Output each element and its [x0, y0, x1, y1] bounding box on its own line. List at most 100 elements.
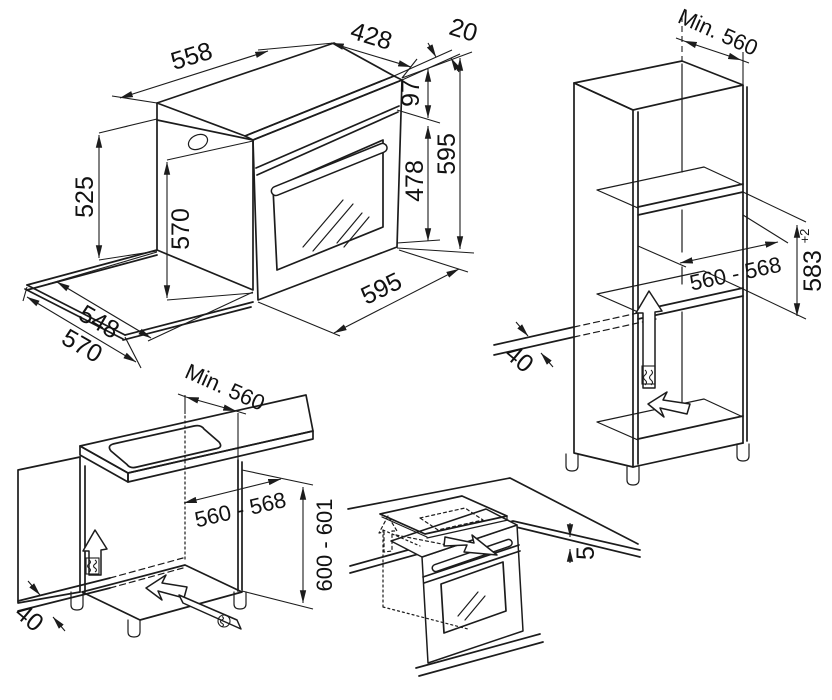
heat-symbol-circle	[217, 614, 231, 628]
oven-isometric-view: 558 428 20 97 478 595 525 570 548 570 59…	[22, 13, 481, 369]
floor-slab	[24, 249, 254, 341]
dim-label-gap: 5	[572, 546, 600, 560]
cabinet-left-panel	[573, 82, 634, 468]
vent-slot-hidden	[109, 557, 184, 589]
lower-shelf-top	[596, 270, 744, 313]
window-shine-lines	[457, 591, 486, 621]
dim-label-vent-gap: 40	[499, 339, 538, 378]
ext-525	[98, 118, 158, 261]
dim-label-cavity-height: 570	[167, 208, 195, 250]
cabinet-bottom-front-edge	[632, 442, 744, 468]
foot	[70, 591, 84, 611]
airflow-flat-arrow	[145, 574, 188, 601]
heat-symbol-box	[85, 557, 100, 575]
cabinet-floor	[81, 564, 243, 621]
counter-back-edge	[347, 477, 639, 545]
cabinet-right-front-edge	[742, 84, 748, 444]
hidden-oven-outline	[382, 529, 469, 630]
dim-line-niche-width	[679, 241, 779, 264]
control-panel-line	[255, 105, 400, 169]
vent-slot-lines	[17, 577, 111, 612]
heat-waves-icon	[219, 616, 225, 628]
door-handle	[270, 142, 388, 197]
cabinet-feet	[70, 591, 247, 638]
foot	[127, 619, 141, 638]
door-window	[272, 139, 384, 271]
floor-lines	[415, 633, 544, 677]
ext-570i	[166, 140, 254, 301]
foot	[565, 453, 579, 472]
dim-arrow-40-b	[540, 352, 554, 368]
slab-front-edge	[122, 301, 254, 341]
dim-arrow-20-b	[450, 57, 461, 73]
hob-clearance-view: 5	[347, 477, 641, 677]
dim-line-niche-width	[183, 478, 282, 504]
heat-symbol-box	[641, 365, 656, 385]
foot	[736, 443, 750, 462]
worktop-top	[79, 394, 314, 474]
dim-label-panel-height: 97	[397, 79, 425, 107]
cabinet-left-panel	[17, 456, 81, 604]
dim-line-595b	[333, 268, 460, 334]
dim-arrow-40-b	[52, 616, 66, 632]
ext-niche-top	[241, 469, 314, 486]
cabinet-left-front-edge	[79, 456, 86, 593]
vent-slot-lines	[493, 326, 575, 356]
dim-line-558	[119, 50, 269, 99]
upper-shelf-top	[596, 166, 744, 209]
base-cabinet-view: Min. 560 560 - 568 600 - 601 40	[9, 359, 337, 638]
ext-niche-width	[637, 214, 789, 268]
worktop-left-face	[79, 445, 129, 483]
worktop-front-face	[127, 430, 314, 483]
control-panel-line	[422, 544, 520, 578]
dim-label-niche-width: 560 - 568	[192, 487, 288, 532]
ext-548	[47, 251, 254, 342]
foot	[233, 591, 247, 610]
bottom-shelf-front	[637, 415, 744, 440]
tall-cabinet-view: Min. 560 560 - 568 583 +2 40	[493, 4, 827, 486]
dim-line-min560	[185, 396, 237, 412]
dim-line-min560	[683, 40, 742, 61]
oven-left-panel	[156, 119, 254, 291]
dim-arrow-20-a	[426, 42, 437, 58]
ext-niche-bottom	[241, 590, 314, 610]
dim-label-front-height: 595	[433, 133, 461, 175]
counter-front-edge	[349, 520, 641, 567]
base-cabinet-dimensions	[27, 393, 314, 632]
dim-line-428	[330, 42, 412, 68]
cabinet-top-face	[573, 60, 744, 111]
airflow-up-arrow-hidden	[378, 515, 398, 553]
cabinet-feet	[565, 443, 750, 486]
dim-arrow-40-a	[515, 321, 529, 337]
window-shine-lines	[302, 199, 370, 252]
dim-arrow-40-a	[27, 580, 41, 596]
oven-dimensions	[22, 42, 475, 369]
dim-label-niche-height-tolerance: +2	[797, 229, 812, 244]
slab-back-edge	[26, 249, 158, 291]
dim-label-rear-height: 525	[71, 176, 99, 218]
door-seam-line	[256, 111, 399, 176]
ext-97	[396, 51, 473, 124]
ext-558	[111, 42, 335, 104]
door-seam-line	[423, 550, 521, 584]
airflow-up-arrow	[635, 290, 663, 389]
airflow-out-channel	[178, 594, 242, 630]
heat-waves-icon	[642, 369, 654, 386]
dim-label-niche-height: 600 - 601	[312, 499, 337, 592]
heat-waves-icon	[86, 559, 98, 573]
upper-shelf-front	[637, 183, 744, 216]
dim-label-door-height: 478	[401, 160, 429, 202]
ext-595v	[396, 247, 475, 254]
airflow-flat-arrow	[647, 391, 691, 418]
oven-front-frame	[252, 79, 403, 301]
ext-595b	[257, 249, 469, 337]
min560-overshoot	[177, 393, 247, 415]
dim-label-front-width: 595	[357, 267, 407, 310]
dim-label-niche-height: 583	[799, 250, 827, 292]
cabinet-right-front-edge	[237, 459, 243, 592]
airflow-path-hidden	[395, 534, 453, 547]
side-panel-hole	[187, 133, 209, 151]
oven-frame-top-strip	[244, 75, 403, 141]
